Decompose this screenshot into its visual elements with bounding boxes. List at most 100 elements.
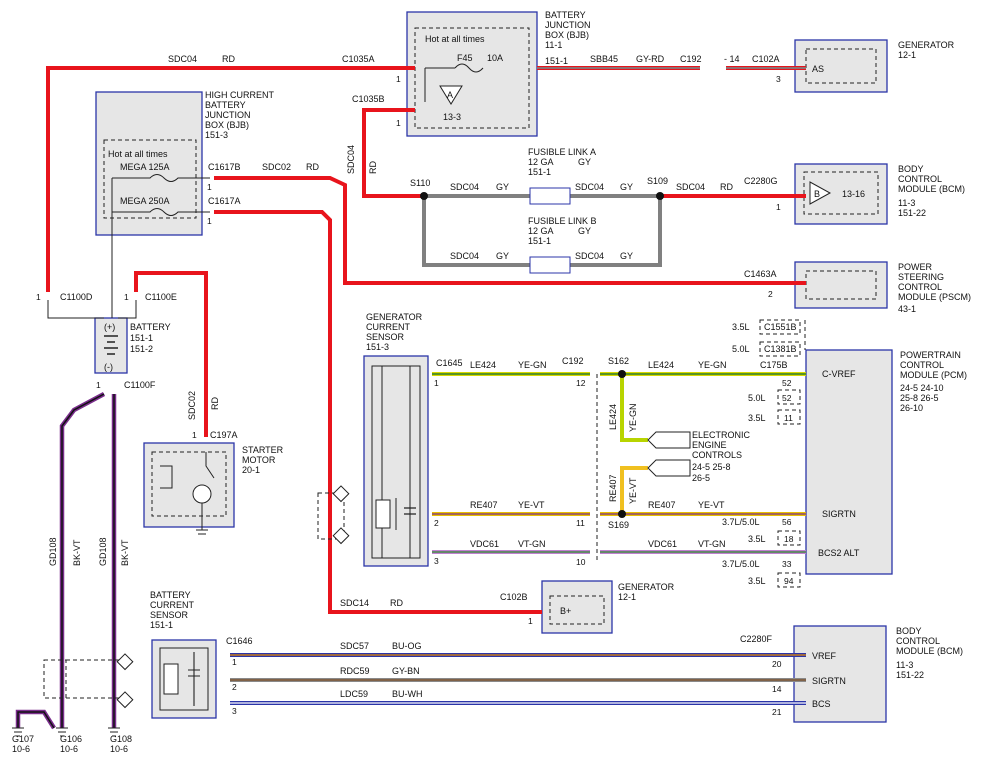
pcm-pin-52a: 52: [782, 378, 792, 388]
battery-title-2: 151-1: [130, 333, 153, 343]
c1100f-pin: 1: [96, 380, 101, 390]
wire-sdc14-rd: RD: [390, 598, 403, 608]
generator-bottom-title-2: 12-1: [618, 592, 636, 602]
bjb-box: [406, 11, 538, 137]
mega125-fuse-icon: [112, 174, 210, 182]
pcm-title-2: CONTROL: [900, 360, 944, 370]
hcbjb-title-4: BOX (BJB): [205, 120, 249, 130]
fusible-b-title: FUSIBLE LINK B: [528, 216, 597, 226]
bcm-top-title-4: 11-3: [898, 198, 915, 208]
wire-sdc02-pscm: [214, 176, 806, 285]
wire-g107-stripe: [17, 711, 55, 729]
wire-sdc14-label: SDC14: [340, 598, 369, 608]
pscm-title-5: 43-1: [898, 304, 916, 314]
wire-fb-left-gy: GY: [496, 251, 509, 261]
bjb-inner: [414, 27, 530, 129]
c1646-pin-3: 3: [232, 706, 237, 716]
bcm-top-title-5: 151-22: [898, 208, 926, 218]
c175b-label: C175B: [760, 360, 788, 370]
pin18-box: [777, 530, 801, 546]
pcm-title-6: 26-10: [900, 403, 923, 413]
battery-title-1: BATTERY: [130, 322, 171, 332]
fusible-a-gy: GY: [578, 157, 591, 167]
generator-bottom-title-1: GENERATOR: [618, 582, 675, 592]
wire-le424-vert-color: YE-GN: [628, 403, 638, 432]
c2280f-label: C2280F: [740, 634, 773, 644]
variant-35l-b: 3.5L: [748, 413, 766, 423]
eec-arrow-bottom: [647, 459, 691, 477]
c1035a-label: C1035A: [342, 54, 375, 64]
wire-sdc02-label: SDC02: [262, 162, 291, 172]
generator-bottom-pin: B+: [560, 606, 571, 616]
ground-g106-id: G106: [60, 734, 82, 744]
variant-50l-b: 5.0L: [748, 393, 766, 403]
pcm-title-3: MODULE (PCM): [900, 370, 967, 380]
c2280f-pin-21: 21: [772, 707, 782, 717]
hcbjb-title-3: JUNCTION: [205, 110, 251, 120]
c197a-pin: 1: [192, 430, 197, 440]
bcm-bottom-title-1: BODY: [896, 626, 922, 636]
wire-gd108-a-color: BK-VT: [72, 539, 82, 566]
s162-label: S162: [608, 356, 629, 366]
bjb-triangle-label: A: [447, 90, 453, 100]
wire-re407-color-2: YE-VT: [698, 500, 725, 510]
gcs-sensor-element: [375, 499, 391, 529]
c1463a-label: C1463A: [744, 269, 777, 279]
eec-arrow-top: [647, 431, 691, 449]
bcs-box: [151, 639, 217, 719]
wire-rd-top-label: RD: [222, 54, 235, 64]
c1100d-pin: 1: [36, 292, 41, 302]
c2280g-label: C2280G: [744, 176, 778, 186]
pcm-pin-33: 33: [782, 559, 792, 569]
c2280f-pin-14: 14: [772, 684, 782, 694]
pcm-title-5: 25-8 26-5: [900, 393, 939, 403]
variant-37-50-a: 3.7L/5.0L: [722, 517, 760, 527]
wire-rdc59-color: GY-BN: [392, 666, 420, 676]
wire-sdc02-starter: [134, 271, 208, 437]
pcm-pin-56: 56: [782, 517, 792, 527]
pin52-box: [777, 389, 801, 405]
ground-g106-ref: 10-6: [60, 744, 78, 754]
pcm-pin-52b: 52: [782, 393, 792, 403]
wire-vdc61-label-2: VDC61: [648, 539, 677, 549]
wire-gd108-b-label: GD108: [98, 537, 108, 566]
battery-title-3: 151-2: [130, 344, 153, 354]
starter-title-2: MOTOR: [242, 455, 276, 465]
shield-diamond-icon: [332, 485, 350, 503]
wire-re407-label: RE407: [470, 500, 498, 510]
c1035b-pin: 1: [396, 118, 401, 128]
c1645-pin-1: 1: [434, 378, 439, 388]
fusible-a-ref: 151-1: [528, 167, 551, 177]
wire-re407-vert-color: YE-VT: [628, 477, 638, 504]
generator-top-title-1: GENERATOR: [898, 40, 955, 50]
bjb-internal: [424, 67, 455, 102]
bcs-title-2: CURRENT: [150, 600, 195, 610]
pcm-pin-bcs2: BCS2 ALT: [818, 548, 860, 558]
bcm-bottom-title-4: 11-3: [896, 660, 913, 670]
c192-pin-11: 11: [576, 518, 585, 528]
bjb-pin: 151-1: [545, 56, 568, 66]
pscm-title-1: POWER: [898, 262, 933, 272]
gcs-shield: [317, 492, 345, 540]
variant-35l-c: 3.5L: [748, 534, 766, 544]
eec-title-2: ENGINE: [692, 440, 727, 450]
wire-le424-label: LE424: [470, 360, 496, 370]
bcs-shield-lines: [66, 659, 124, 699]
c197a-label: C197A: [210, 430, 238, 440]
wire-sdc14: [214, 210, 542, 614]
gcs-title-3: SENSOR: [366, 332, 405, 342]
bcm-bottom-title-3: MODULE (BCM): [896, 646, 963, 656]
bcm-bottom-pin-sigrtn: SIGRTN: [812, 676, 846, 686]
fusible-link-a-icon: [529, 187, 571, 205]
bjb-fuse: F45: [457, 53, 473, 63]
starter-title-1: STARTER: [242, 445, 284, 455]
wire-sdc04-s110: [362, 108, 424, 198]
gcs-capacitor-icon: [404, 507, 416, 515]
wire-le424-color-2: YE-GN: [698, 360, 727, 370]
battery-plus: (+): [104, 322, 115, 332]
wire-ldc59-color: BU-WH: [392, 689, 423, 699]
ground-g107-icon: [12, 727, 24, 737]
bcm-top-inner: [803, 171, 879, 215]
wire-fb-left-label: SDC04: [450, 251, 479, 261]
